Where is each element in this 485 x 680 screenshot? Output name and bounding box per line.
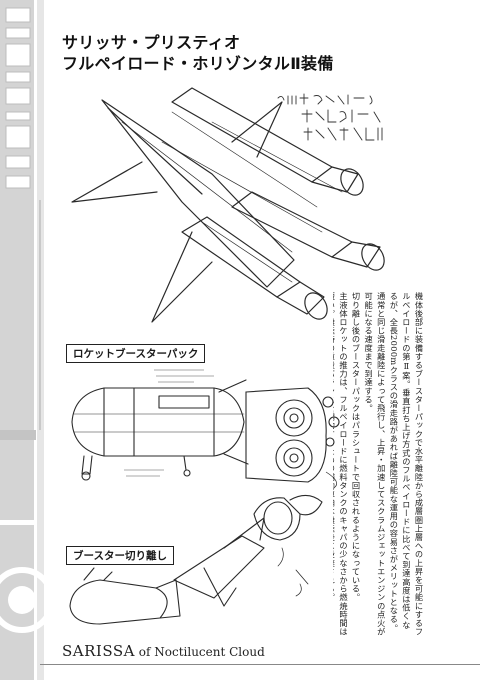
page-title: サリッサ・プリスティオ フルペイロード・ホリゾンタルⅡ装備 — [62, 32, 334, 74]
main-spacecraft-sketch — [71, 87, 385, 323]
caption-booster-separation: ブースター切り離し — [66, 546, 174, 565]
body-text-column: 機体後部に装備するブースターパックで水平離陸から成層圏上層への上昇を可能にするフ… — [333, 292, 425, 637]
left-decorative-band — [0, 0, 44, 680]
handwritten-label — [277, 93, 383, 141]
footer-brand: SARISSA — [62, 642, 135, 660]
footer-subtitle: of Noctilucent Cloud — [134, 645, 265, 659]
book-footer-title: SARISSA of Noctilucent Cloud — [62, 641, 265, 660]
rocket-booster-side-sketch — [71, 369, 249, 481]
title-line-1: サリッサ・プリスティオ — [62, 33, 241, 52]
footer-rule — [40, 664, 480, 665]
body-paragraph-3: 主液体ロケットの推力は、フルペイロードに燃料タンクのキャパの少なさから燃焼時間は… — [333, 292, 349, 636]
caption-rocket-booster-pack: ロケットブースターパック — [66, 344, 206, 363]
booster-separation-sketch — [69, 494, 323, 625]
title-line-2: フルペイロード・ホリゾンタルⅡ装備 — [62, 54, 334, 73]
body-paragraph-2: 切り離し後のブースターパックはパラシュートで回収されるようになっている。 — [351, 292, 362, 602]
body-paragraph-1: 機体後部に装備するブースターパックで水平離陸から成層圏上層への上昇を可能にするフ… — [363, 292, 424, 636]
booster-nozzles-sketch — [245, 387, 340, 489]
